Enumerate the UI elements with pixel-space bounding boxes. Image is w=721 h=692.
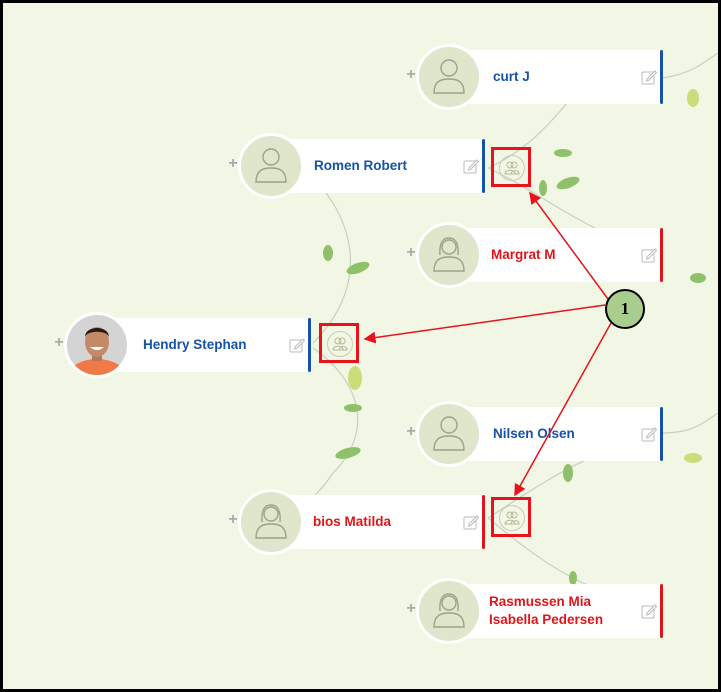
avatar-photo: [64, 312, 130, 378]
person-node[interactable]: + Margrat M: [405, 222, 663, 288]
status-bar: [660, 228, 663, 282]
person-node[interactable]: + Nilsen Olsen: [405, 401, 663, 467]
family-group-button[interactable]: [491, 147, 531, 187]
avatar-female-icon: [416, 222, 482, 288]
vine-decoration: [272, 52, 718, 609]
edit-icon[interactable]: [641, 69, 657, 85]
edit-icon[interactable]: [289, 337, 305, 353]
status-bar: [482, 139, 485, 193]
person-name[interactable]: Nilsen Olsen: [493, 426, 575, 441]
status-bar: [308, 318, 311, 372]
person-name[interactable]: bios Matilda: [313, 514, 392, 529]
person-node[interactable]: + curt J: [405, 44, 663, 110]
expand-button[interactable]: +: [406, 66, 416, 83]
person-node[interactable]: + Romen Robert: [227, 133, 485, 199]
callout-marker: 1: [605, 289, 645, 329]
status-bar: [660, 50, 663, 104]
person-name[interactable]: curt J: [493, 69, 530, 84]
person-name[interactable]: Hendry Stephan: [143, 337, 247, 352]
status-bar: [660, 407, 663, 461]
avatar-male-icon: [416, 401, 482, 467]
person-name[interactable]: Margrat M: [491, 247, 556, 262]
status-bar: [482, 495, 485, 549]
group-icon: [499, 505, 525, 531]
expand-button[interactable]: +: [228, 511, 238, 528]
expand-button[interactable]: +: [228, 155, 238, 172]
family-group-button[interactable]: [319, 323, 359, 363]
avatar-male-icon: [238, 133, 304, 199]
edit-icon[interactable]: [641, 426, 657, 442]
avatar-female-icon: [238, 489, 304, 555]
edit-icon[interactable]: [641, 603, 657, 619]
expand-button[interactable]: +: [406, 423, 416, 440]
expand-button[interactable]: +: [406, 600, 416, 617]
person-node[interactable]: + Rasmussen Mia Isabella Pedersen: [405, 578, 663, 644]
family-group-button[interactable]: [491, 497, 531, 537]
edit-icon[interactable]: [463, 158, 479, 174]
expand-button[interactable]: +: [54, 334, 64, 351]
edit-icon[interactable]: [641, 247, 657, 263]
person-name[interactable]: Romen Robert: [314, 158, 408, 173]
callout-arrows: [363, 191, 612, 497]
person-name[interactable]: Rasmussen Mia Isabella Pedersen: [489, 594, 604, 627]
person-node[interactable]: + Hendry Stephan: [53, 312, 311, 378]
person-node[interactable]: + bios Matilda: [227, 489, 485, 555]
edit-icon[interactable]: [463, 514, 479, 530]
avatar-female-icon: [416, 578, 482, 644]
status-bar: [660, 584, 663, 638]
avatar-male-icon: [416, 44, 482, 110]
group-icon: [327, 331, 353, 357]
expand-button[interactable]: +: [406, 244, 416, 261]
group-icon: [499, 155, 525, 181]
